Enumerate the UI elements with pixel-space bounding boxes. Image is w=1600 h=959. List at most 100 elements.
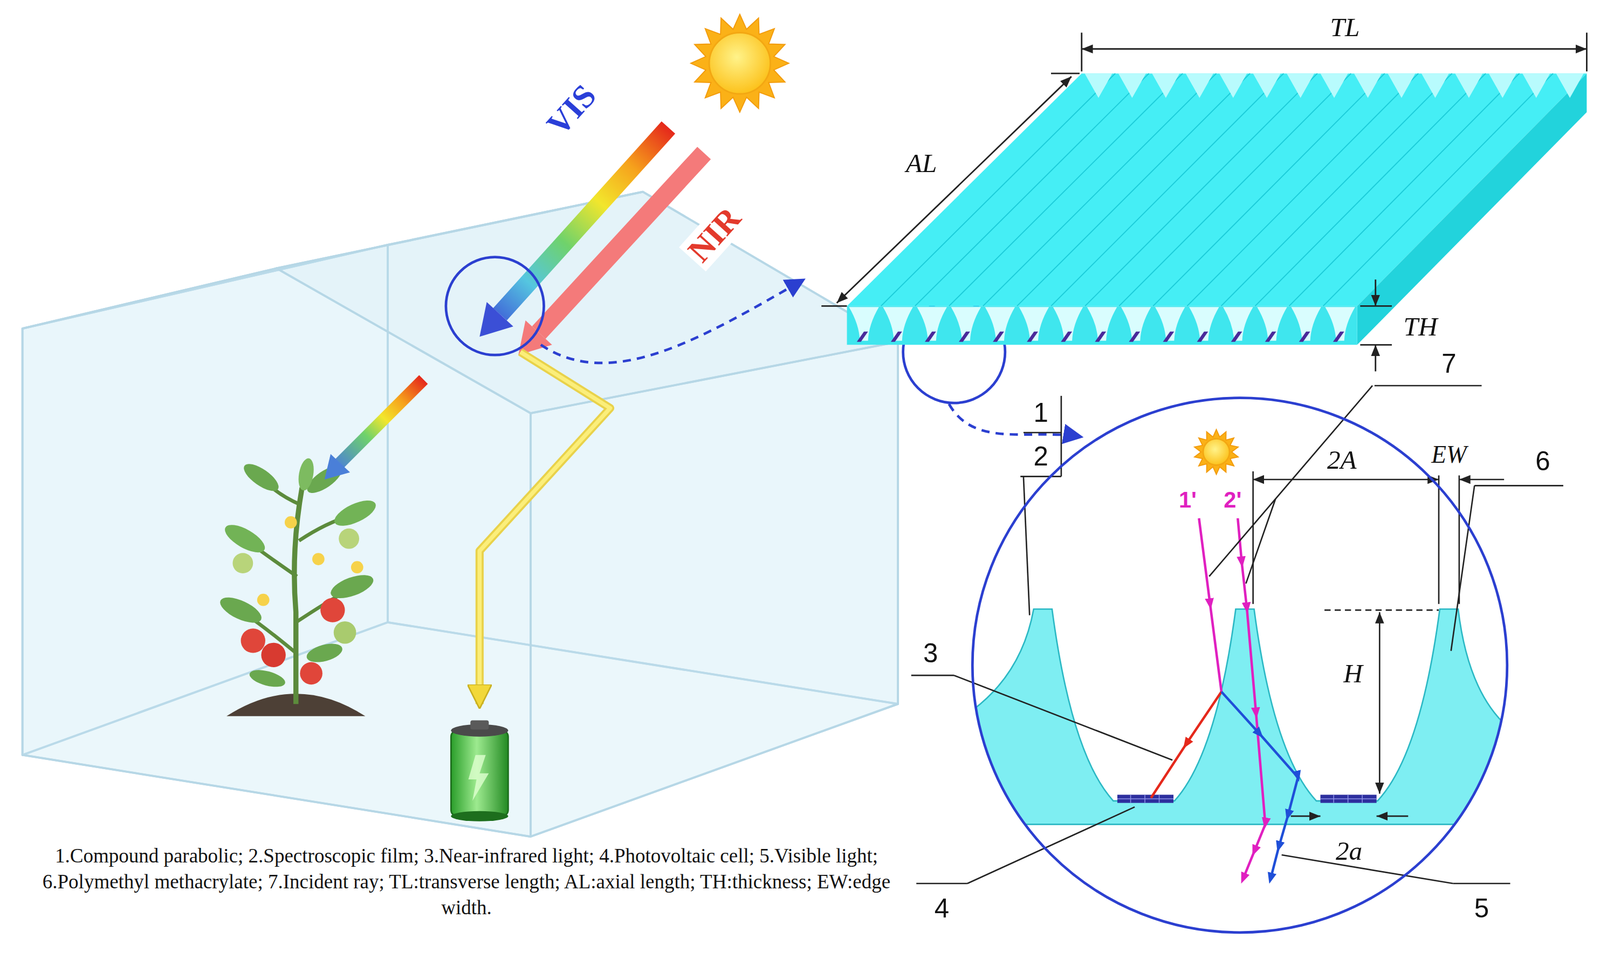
- photovoltaic-cell: [856, 331, 869, 342]
- panel-groove: [1254, 73, 1486, 306]
- zoom-marker: [949, 403, 1080, 437]
- panel-groove: [1051, 73, 1284, 306]
- panel-groove: [1084, 73, 1112, 98]
- sun-icon: [1203, 438, 1230, 465]
- panel-groove: [1220, 73, 1452, 306]
- transmitted-vis-arrow: [324, 454, 350, 480]
- leader-line: [1023, 476, 1030, 615]
- tomato-plant: [239, 458, 283, 496]
- callout-number: 3: [923, 638, 938, 668]
- dimension-line: [1080, 32, 1083, 72]
- leader-line: [1245, 498, 1276, 584]
- dimension-line: [1252, 471, 1254, 604]
- transmitted-vis-arrow: [324, 379, 424, 480]
- panel-groove: [1085, 73, 1318, 306]
- dimension-line: [1585, 32, 1588, 72]
- dimension-line: [1438, 475, 1440, 604]
- panel-groove: [1118, 73, 1146, 98]
- leader-line: [953, 675, 1173, 760]
- guided-light: [479, 352, 610, 705]
- panel-groove: [1219, 73, 1247, 98]
- battery: [450, 730, 508, 816]
- dimension-line: [1374, 279, 1377, 306]
- panel-groove: [1387, 73, 1416, 98]
- greenhouse: [22, 191, 899, 837]
- panel-groove: [1556, 73, 1584, 98]
- sun-icon: [690, 14, 789, 113]
- leader-line: [911, 674, 954, 677]
- dimension-line: [1360, 305, 1392, 307]
- dimension-line: [1051, 72, 1080, 75]
- callout-number: 1: [1033, 397, 1048, 427]
- battery: [470, 719, 489, 730]
- leader-line: [1474, 484, 1564, 487]
- photovoltaic-cell: [1265, 331, 1277, 342]
- zoom-circle: [972, 397, 1508, 933]
- dimension-line: [821, 32, 1587, 372]
- panel-groove: [1118, 73, 1351, 306]
- nir-arrow: [538, 153, 705, 333]
- panel-groove: [1152, 73, 1385, 306]
- leader-line: [1023, 431, 1062, 434]
- panel-groove: [881, 73, 1116, 306]
- photovoltaic-cell: [924, 331, 937, 342]
- tomato-plant: [331, 495, 380, 531]
- light-ray: [1221, 691, 1299, 880]
- arrow-label: VIS: [539, 78, 603, 143]
- battery: [450, 811, 508, 822]
- dimension-label: EW: [1431, 441, 1467, 469]
- tomato-plant: [221, 519, 270, 558]
- dimension-line: [1378, 612, 1381, 794]
- photovoltaic-cell: [1333, 331, 1345, 342]
- vis-arrow: [479, 301, 513, 337]
- leader-line: [1374, 385, 1482, 387]
- light-ray: [1150, 691, 1222, 798]
- dimension-line: [1253, 478, 1439, 481]
- photovoltaic-cell: [1060, 331, 1073, 342]
- battery: [450, 719, 508, 821]
- photovoltaic-cell: [890, 331, 903, 342]
- tomato-plant: [312, 552, 325, 566]
- light-ray: [1150, 518, 1298, 880]
- panel-groove: [1185, 73, 1214, 98]
- dimension-line: [836, 76, 1072, 304]
- dimension-line: [1324, 609, 1439, 611]
- panel-groove: [1488, 73, 1517, 98]
- tomato-plant: [257, 593, 270, 607]
- nir-arrow: [518, 153, 704, 356]
- panel-groove: [1522, 73, 1550, 98]
- dimension-label: 2A: [1327, 445, 1357, 475]
- photovoltaic-cell: [1128, 331, 1141, 342]
- leader-line: [1209, 385, 1373, 577]
- arrow-label: NIR: [678, 197, 751, 272]
- photovoltaic-cell: [992, 331, 1005, 342]
- callout-number: 5: [1474, 893, 1489, 923]
- leader-line: [1453, 882, 1511, 885]
- tomato-plant: [299, 662, 323, 685]
- transmitted-vis-arrow: [339, 379, 424, 464]
- callout-number: 7: [1441, 348, 1457, 379]
- cpc-detail: [959, 608, 1521, 824]
- tomato-plant: [351, 560, 364, 574]
- dimension-label: AL: [905, 148, 937, 178]
- dimension-line: [821, 305, 847, 307]
- panel-groove: [1286, 73, 1315, 98]
- dimension-line: [1374, 344, 1377, 372]
- panel-groove: [1320, 73, 1349, 98]
- cpc-detail: [959, 608, 1521, 824]
- panel-groove: [949, 73, 1183, 306]
- leader-line: [1020, 475, 1062, 478]
- figure-caption: 1.Compound parabolic; 2.Spectroscopic fi…: [21, 842, 912, 921]
- pmma-panel: [1357, 73, 1588, 345]
- photovoltaic-cell: [1094, 331, 1107, 342]
- dimension-line: [1376, 815, 1409, 817]
- tomato-plant: [304, 640, 345, 666]
- photovoltaic-cell: [1162, 331, 1174, 342]
- panel-groove: [1421, 73, 1450, 98]
- tomato-plant: [241, 628, 266, 653]
- dimension-line: [1081, 47, 1588, 50]
- dimension-label: H: [1343, 658, 1363, 689]
